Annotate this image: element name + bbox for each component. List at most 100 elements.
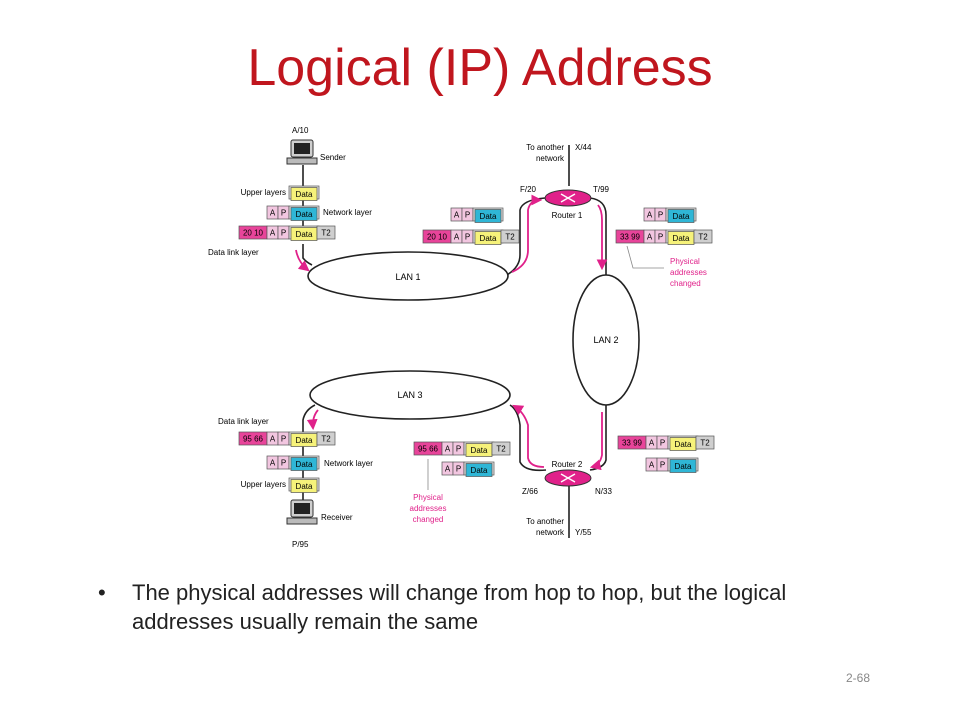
bullet-point: • The physical addresses will change fro… xyxy=(98,578,888,636)
router2-in-frame-logical-dst-text: P xyxy=(660,439,665,448)
router1-label: Router 1 xyxy=(552,211,583,220)
sender-frame-data-text: Data xyxy=(296,230,313,239)
receiver-frame-trailer-text: T2 xyxy=(321,435,331,444)
flow-arrow-lan2-to-router2 xyxy=(589,412,603,471)
router1-in-network-data-text: Data xyxy=(480,212,497,221)
router1-note-line2: network xyxy=(536,154,565,163)
flow-arrow-lan3-to-receiver xyxy=(306,409,319,431)
sender-computer-icon xyxy=(286,139,318,165)
svg-text:changed: changed xyxy=(413,515,444,524)
router1-in-network-logical-dst-text: P xyxy=(465,211,470,220)
receiver-computer-icon xyxy=(286,499,318,525)
sender-network-data-cell xyxy=(290,207,318,221)
router1-out-frame-trailer-cell xyxy=(693,229,713,244)
router2-out-network-data-text: Data xyxy=(471,466,488,475)
router1-out-network-logical-dst-text: P xyxy=(658,211,663,220)
flow-arrows xyxy=(295,194,608,471)
ip-address-diagram: LAN 1 LAN 2 LAN 3 Router 1 Router 2 F/20… xyxy=(208,126,715,549)
sender-upper-cell xyxy=(290,187,318,201)
svg-text:Physical: Physical xyxy=(413,493,443,502)
sender-network-data-text: Data xyxy=(296,210,313,219)
router1-in-frame-logical-dst-text: P xyxy=(465,233,470,242)
sender-network-logical-src-text: A xyxy=(270,209,276,218)
router2-in-network-logical-src-text: A xyxy=(649,461,655,470)
changed-note-1: Physical addresses changed xyxy=(626,245,707,288)
receiver-upper-text: Data xyxy=(296,482,313,491)
router2-left-port: Z/66 xyxy=(522,487,539,496)
receiver-frame-physical-text: 95 66 xyxy=(243,435,264,444)
router2-icon xyxy=(544,469,592,487)
bullet-text: The physical addresses will change from … xyxy=(132,580,787,634)
router1-out-frame-data-text: Data xyxy=(673,234,690,243)
sender-frame-trailer-cell xyxy=(316,225,336,240)
receiver-datalink-layer-label: Data link layer xyxy=(218,417,269,426)
router1-in-frame-trailer-text: T2 xyxy=(505,233,515,242)
sender-label: Sender xyxy=(320,153,346,162)
receiver-network-layer-label: Network layer xyxy=(324,459,373,468)
router2-in-frame-logical-src-text: A xyxy=(649,439,655,448)
receiver-network-logical-src-text: A xyxy=(270,459,276,468)
sender-address: A/10 xyxy=(292,126,309,135)
receiver-frame-trailer-cell xyxy=(316,431,336,446)
sender-frame-logical-dst-text: P xyxy=(281,229,286,238)
router2-in-frame-physical-text: 33 99 xyxy=(622,439,643,448)
router1-out-frame-trailer-text: T2 xyxy=(698,233,708,242)
network-links xyxy=(302,145,607,538)
slide-number: 2-68 xyxy=(846,671,871,685)
sender-network-layer-label: Network layer xyxy=(323,208,372,217)
bullet-dot: • xyxy=(98,580,106,605)
flow-arrow-sender-to-lan1 xyxy=(295,249,310,272)
sender-frame-trailer-text: T2 xyxy=(321,229,331,238)
router1-out-frame-physical-text: 33 99 xyxy=(620,233,641,242)
receiver-frame-logical-src-text: A xyxy=(270,435,276,444)
router2-out-frame-logical-src-text: A xyxy=(445,445,451,454)
router1-out-frame-logical-dst-text: P xyxy=(658,233,663,242)
router1-in-frame-trailer-cell xyxy=(500,229,520,244)
lan2-label: LAN 2 xyxy=(593,335,618,345)
sender-upper-text: Data xyxy=(296,190,313,199)
receiver-frame-data-text: Data xyxy=(296,436,313,445)
svg-text:changed: changed xyxy=(670,279,701,288)
router1-in-network-data-cell xyxy=(474,209,502,223)
flow-arrow-lan1-to-router1 xyxy=(511,194,543,273)
sender-network-logical-dst-text: P xyxy=(281,209,286,218)
router2-out-frame-data-text: Data xyxy=(471,446,488,455)
router2-out-network-logical-dst-text: P xyxy=(456,465,461,474)
lan1-ellipse xyxy=(307,251,509,301)
lan1-label: LAN 1 xyxy=(395,272,420,282)
sender-upper-layers-label: Upper layers xyxy=(241,188,286,197)
sender-frame-physical-text: 20 10 xyxy=(243,229,264,238)
router2-out-frame-trailer-cell xyxy=(491,441,511,456)
sender-frame-logical-src-text: A xyxy=(270,229,276,238)
router1-in-frame-logical-src-text: A xyxy=(454,233,460,242)
router2-in-frame-data-text: Data xyxy=(675,440,692,449)
router2-out-frame-trailer-text: T2 xyxy=(496,445,506,454)
router2-in-network-logical-dst-text: P xyxy=(660,461,665,470)
changed-note-2: Physical addresses changed xyxy=(410,459,446,524)
router2-in-network-data-cell xyxy=(669,459,697,473)
receiver-address: P/95 xyxy=(292,540,309,549)
receiver-network-data-text: Data xyxy=(296,460,313,469)
flow-arrow-router2-to-lan3 xyxy=(512,404,545,468)
router1-out-frame-logical-src-text: A xyxy=(647,233,653,242)
router1-icon xyxy=(544,189,592,207)
router1-out-network-data-text: Data xyxy=(673,212,690,221)
lan3-ellipse xyxy=(309,370,511,420)
lan3-label: LAN 3 xyxy=(397,390,422,400)
receiver-upper-cell xyxy=(290,479,318,493)
router2-note-line1: To another xyxy=(526,517,564,526)
router1-note-line1: To another xyxy=(526,143,564,152)
receiver-network-logical-dst-text: P xyxy=(281,459,286,468)
receiver-upper-layers-label: Upper layers xyxy=(241,480,286,489)
receiver-label: Receiver xyxy=(321,513,353,522)
sender-datalink-layer-label: Data link layer xyxy=(208,248,259,257)
router2-out-frame-physical-text: 95 66 xyxy=(418,445,439,454)
router2-note-line2: network xyxy=(536,528,565,537)
svg-text:addresses: addresses xyxy=(670,268,707,277)
router1-out-network-data-cell xyxy=(667,209,695,223)
router2-in-frame-trailer-text: T2 xyxy=(700,439,710,448)
router2-out-network-data-cell xyxy=(465,463,493,477)
router2-out-frame-logical-dst-text: P xyxy=(456,445,461,454)
router1-in-network-logical-src-text: A xyxy=(454,211,460,220)
